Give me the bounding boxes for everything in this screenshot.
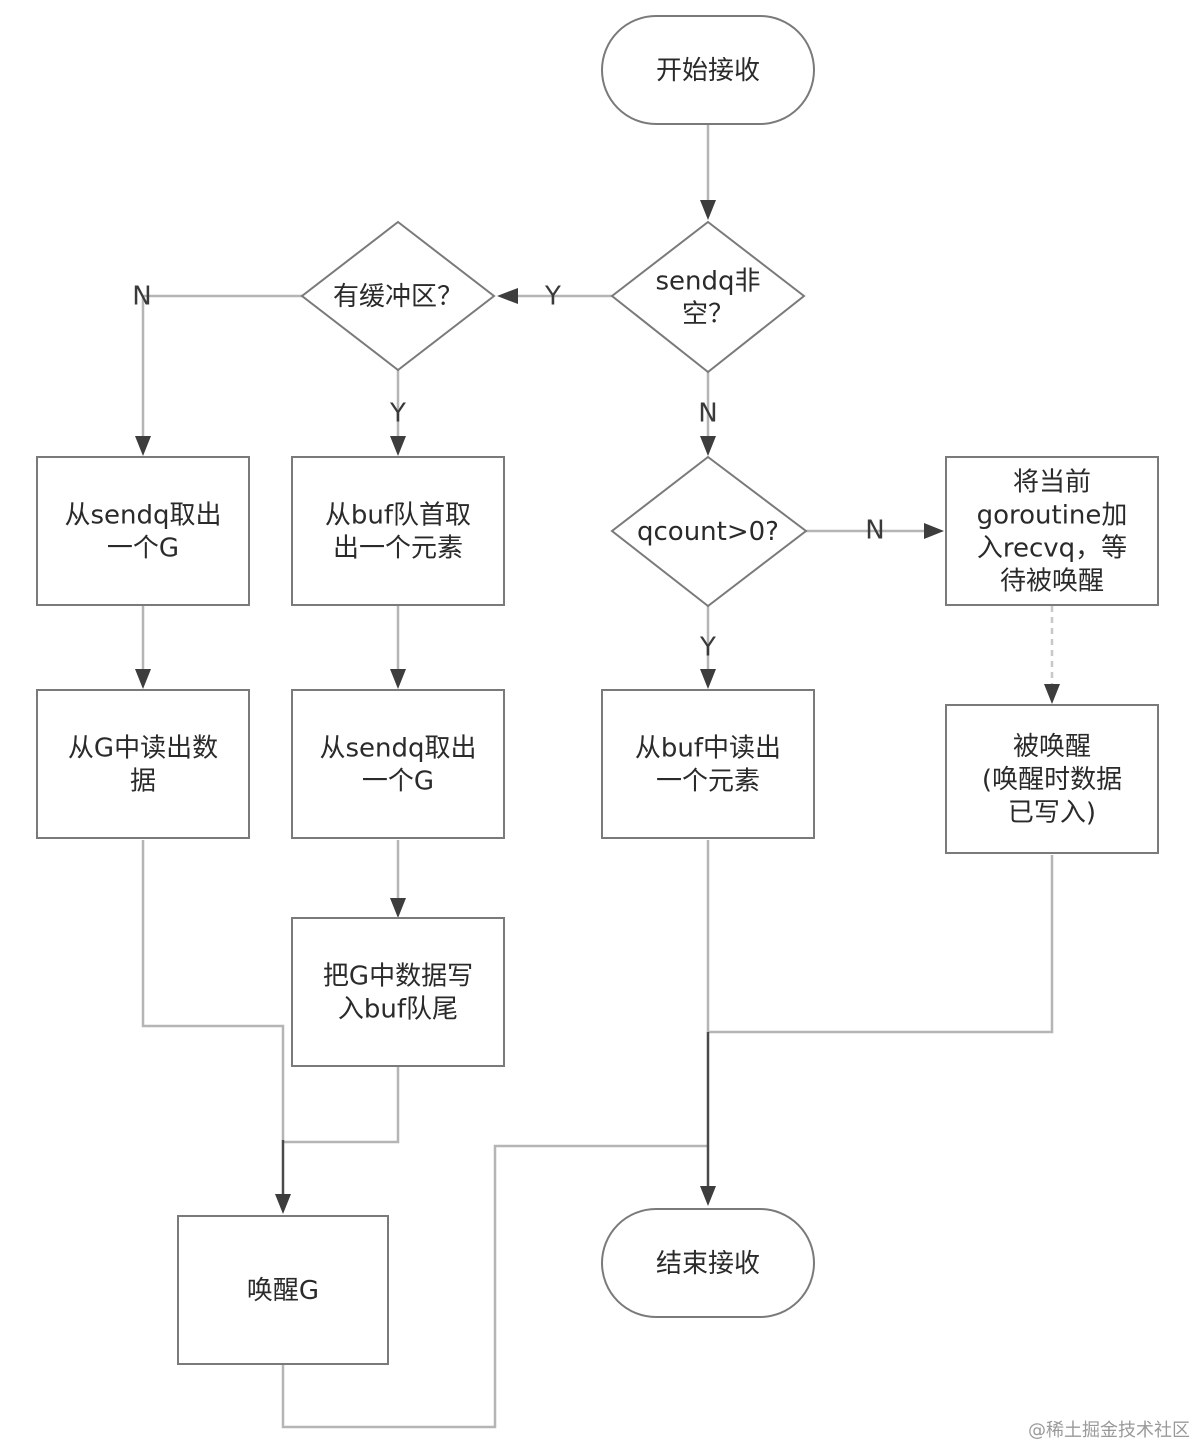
node-read-from-g: 从G中读出数据	[36, 689, 250, 839]
svg-text:从sendq取出一个G: 从sendq取出一个G	[319, 734, 476, 797]
node-label-line: 据	[130, 767, 156, 797]
node-take-g-from-sendq-left: 从sendq取出一个G	[36, 456, 250, 606]
node-label-line: 把G中数据写	[323, 962, 473, 992]
arrowhead	[924, 523, 944, 539]
svg-text:从buf队首取出一个元素: 从buf队首取出一个元素	[325, 501, 471, 564]
edge-writebuf-to-wakeg	[283, 1067, 400, 1144]
edge-label-buffer-yes: Y	[389, 399, 406, 429]
svg-text:从sendq取出一个G: 从sendq取出一个G	[64, 501, 221, 564]
node-label-line: 一个G	[107, 534, 179, 564]
edge-label-sendq-yes: Y	[544, 282, 561, 312]
node-buffer-check: 有缓冲区？	[300, 220, 496, 372]
node-label-line: 从sendq取出	[319, 734, 476, 764]
arrowhead	[700, 669, 716, 689]
edge-readg-to-wakeg	[141, 840, 285, 1140]
svg-text:开始接收: 开始接收	[656, 56, 760, 86]
edge-label-sendq-no: N	[698, 399, 717, 429]
node-label-line: 出一个元素	[333, 534, 463, 564]
arrowhead	[275, 1194, 291, 1214]
edge-label-buffer-no: N	[132, 282, 151, 312]
arrowhead	[390, 898, 406, 918]
edge-woken-to-end	[708, 855, 1054, 1034]
node-sendq-check: sendq非空？	[610, 220, 806, 374]
node-label-line: 一个元素	[656, 767, 760, 797]
node-start: 开始接收	[601, 15, 815, 125]
arrowhead	[135, 669, 151, 689]
node-label-line: 从sendq取出	[64, 501, 221, 531]
watermark: @稀土掘金技术社区	[1028, 1420, 1190, 1441]
node-label-line: 一个G	[362, 767, 434, 797]
node-write-g-to-buf-tail: 把G中数据写入buf队尾	[291, 917, 505, 1067]
svg-text:qcount>0?: qcount>0?	[637, 517, 779, 547]
node-label-line: 从G中读出数	[68, 734, 218, 764]
edge-buffer-to-left	[141, 294, 302, 440]
node-read-from-buf: 从buf中读出一个元素	[601, 689, 815, 839]
edge-label-qcount-no: N	[865, 516, 884, 546]
node-label-line: 开始接收	[656, 56, 760, 86]
arrowhead	[390, 669, 406, 689]
arrowhead	[390, 436, 406, 456]
svg-text:把G中数据写入buf队尾: 把G中数据写入buf队尾	[323, 962, 473, 1025]
node-qcount-check: qcount>0?	[610, 455, 808, 608]
node-label-line: 入recvq，等	[977, 534, 1127, 564]
node-label-line: 将当前	[1013, 468, 1091, 498]
node-take-buf-head: 从buf队首取出一个元素	[291, 456, 505, 606]
node-end: 结束接收	[601, 1208, 815, 1318]
node-wake-g: 唤醒G	[177, 1215, 389, 1365]
svg-text:被唤醒(唤醒时数据已写入): 被唤醒(唤醒时数据已写入)	[982, 732, 1122, 828]
svg-text:唤醒G: 唤醒G	[247, 1276, 319, 1306]
node-label-line: qcount>0?	[637, 517, 779, 547]
svg-text:有缓冲区？: 有缓冲区？	[333, 282, 463, 312]
node-label-line: 有缓冲区？	[333, 282, 463, 312]
arrowhead	[135, 436, 151, 456]
node-label-line: 从buf队首取	[325, 501, 471, 531]
svg-text:从buf中读出一个元素: 从buf中读出一个元素	[635, 734, 781, 797]
node-label-line: sendq非	[655, 267, 760, 297]
node-label-line: 待被唤醒	[1000, 567, 1104, 597]
node-label-line: 入buf队尾	[338, 995, 458, 1025]
node-label-line: 空？	[682, 300, 734, 330]
edge-wakeg-to-end	[281, 1144, 708, 1429]
node-take-g-from-sendq-mid: 从sendq取出一个G	[291, 689, 505, 839]
svg-text:结束接收: 结束接收	[656, 1249, 760, 1279]
svg-text:sendq非空？: sendq非空？	[655, 267, 760, 330]
node-woken-up: 被唤醒(唤醒时数据已写入)	[945, 704, 1159, 854]
arrowhead	[700, 200, 716, 220]
arrowhead	[497, 288, 518, 304]
arrowhead	[700, 436, 716, 456]
arrowhead	[700, 1186, 716, 1206]
node-label-line: 唤醒G	[247, 1276, 319, 1306]
svg-text:从G中读出数据: 从G中读出数据	[68, 734, 218, 797]
node-label-line: (唤醒时数据	[982, 765, 1122, 795]
node-label-line: 被唤醒	[1013, 732, 1091, 762]
node-label-line: 结束接收	[656, 1249, 760, 1279]
arrowhead	[1044, 684, 1060, 704]
edge-label-qcount-yes: Y	[699, 633, 716, 663]
node-label-line: 从buf中读出	[635, 734, 781, 764]
node-label-line: goroutine加	[977, 501, 1128, 531]
node-label-line: 已写入)	[1008, 798, 1096, 828]
